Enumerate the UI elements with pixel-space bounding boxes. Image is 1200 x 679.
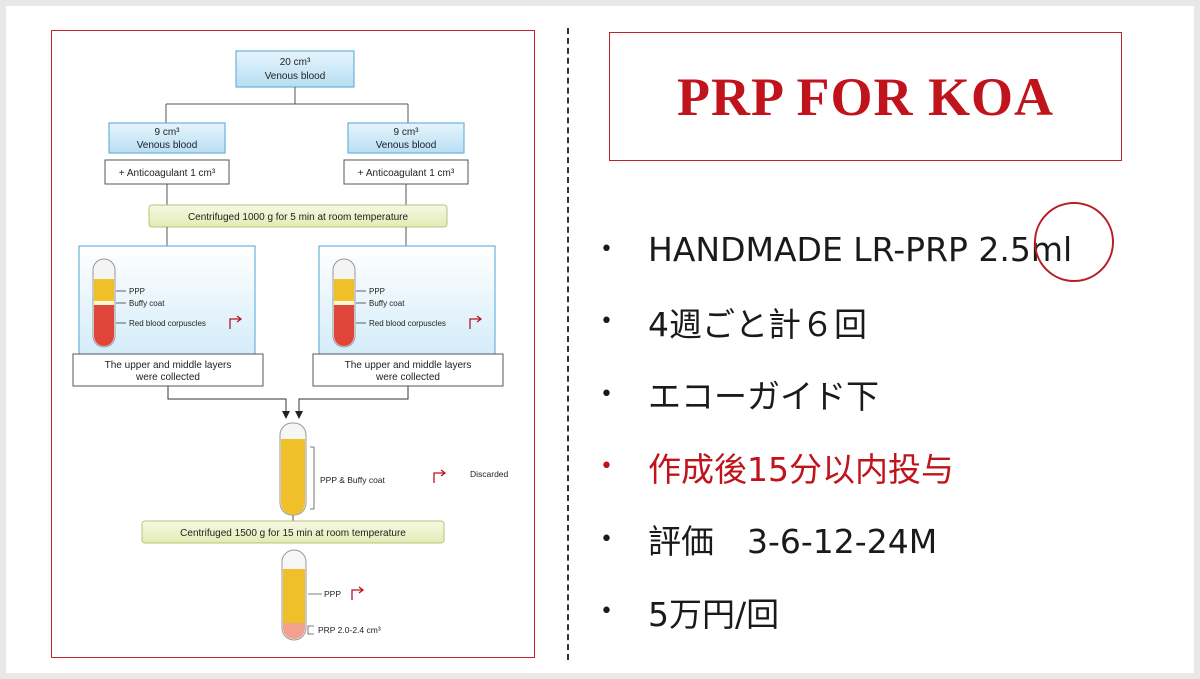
- start-box: [235, 50, 355, 88]
- bullet-dot-icon: •: [600, 526, 613, 552]
- bullet-text: エコーガイド下: [648, 377, 879, 417]
- right-volume: 9 cm³: [394, 127, 420, 138]
- right-ppp-label: PPP: [369, 287, 385, 296]
- right-ppp-layer: [334, 279, 354, 301]
- right-buffy-layer: [334, 301, 354, 305]
- step1-box: [148, 204, 448, 228]
- bullet-text: 5万円/回: [648, 594, 780, 634]
- final-ppp-layer: [283, 569, 305, 623]
- left-venous-box: [108, 122, 226, 154]
- final-prp-layer: [283, 623, 305, 639]
- mid-tube-label: PPP & Buffy coat: [320, 475, 386, 485]
- step2-box: [141, 520, 445, 544]
- step1-label: Centrifuged 1000 g for 5 min at room tem…: [188, 212, 409, 223]
- left-collected-line1: The upper and middle layers: [105, 360, 232, 371]
- diagram-svg: 20 cm³ Venous blood 9 cm³ Venous blood +…: [72, 50, 509, 641]
- right-collected-line1: The upper and middle layers: [345, 360, 472, 371]
- discarded-label: Discarded: [470, 469, 509, 479]
- left-collected-box: [72, 353, 264, 387]
- merge-arrow-icons: [282, 411, 303, 419]
- merge-connector: [167, 386, 409, 415]
- left-buffy-layer: [94, 301, 114, 305]
- bullet-dot-icon: •: [600, 309, 613, 335]
- left-ppp-label: PPP: [129, 287, 145, 296]
- bullet-dot-icon: •: [600, 236, 613, 262]
- left-anticoagulant: + Anticoagulant 1 cm³: [119, 168, 216, 179]
- bullet-dot-icon: •: [600, 381, 613, 407]
- left-anticoagulant-box: [104, 159, 230, 185]
- right-anticoagulant: + Anticoagulant 1 cm³: [358, 168, 455, 179]
- left-collected-line2: were collected: [135, 372, 200, 383]
- right-rbc-label: Red blood corpuscles: [369, 319, 446, 328]
- bullet-item: • 5万円/回: [600, 576, 1180, 649]
- right-red-layer: [334, 305, 354, 346]
- left-venous-label: Venous blood: [137, 140, 198, 151]
- right-venous-box: [347, 122, 465, 154]
- right-collected-box: [312, 353, 504, 387]
- right-buffy-label: Buffy coat: [369, 299, 405, 308]
- title-box: PRP FOR KOA: [609, 32, 1122, 161]
- left-layer-pointers: [116, 290, 126, 324]
- bullet-list: • HANDMADE LR-PRP 2.5ml • 4週ごと計６回 • エコーガイド下…: [600, 213, 1180, 648]
- bullet-dot-icon: •: [600, 454, 613, 480]
- right-collected-line2: were collected: [375, 372, 440, 383]
- left-buffy-label: Buffy coat: [129, 299, 165, 308]
- bullet-item: • 評価 3-6-12-24M: [600, 503, 1180, 576]
- to-panels-connector: [166, 227, 407, 246]
- bullet-item: • HANDMADE LR-PRP 2.5ml: [600, 213, 1180, 286]
- mid-tube-fill: [281, 439, 305, 515]
- start-label: Venous blood: [265, 71, 326, 82]
- split-connector: [165, 87, 409, 123]
- left-discard-arrow-icon: [229, 315, 243, 329]
- final-discard-arrow-icon: [351, 586, 365, 600]
- start-volume: 20 cm³: [280, 57, 311, 68]
- right-venous-label: Venous blood: [376, 140, 437, 151]
- prp-preparation-diagram: 20 cm³ Venous blood 9 cm³ Venous blood +…: [51, 30, 535, 658]
- step2-label: Centrifuged 1500 g for 15 min at room te…: [180, 528, 406, 539]
- left-volume: 9 cm³: [155, 127, 181, 138]
- bullet-text: 評価 3-6-12-24M: [648, 522, 938, 562]
- final-tube-pointers: [307, 593, 322, 635]
- bullet-text: HANDMADE LR-PRP 2.5ml: [648, 229, 1073, 269]
- right-discard-arrow-icon: [469, 315, 483, 329]
- mid-tube-bracket: [310, 446, 315, 510]
- bullet-text: 4週ごと計６回: [648, 304, 867, 344]
- left-ppp-layer: [94, 279, 114, 301]
- left-rbc-label: Red blood corpuscles: [129, 319, 206, 328]
- final-ppp-label: PPP: [324, 589, 341, 599]
- left-red-layer: [94, 305, 114, 346]
- bullet-dot-icon: •: [600, 599, 613, 625]
- highlight-circle-annotation: [1034, 202, 1114, 282]
- bullet-item-highlight: • 作成後15分以内投与: [600, 431, 1180, 504]
- bullet-text: 作成後15分以内投与: [648, 449, 954, 489]
- discard-legend-icon: [433, 469, 447, 483]
- bullet-item: • 4週ごと計６回: [600, 286, 1180, 359]
- dashed-divider: [567, 28, 569, 660]
- right-layer-pointers: [356, 290, 366, 324]
- final-prp-label: PRP 2.0-2.4 cm³: [318, 625, 381, 635]
- bullet-item: • エコーガイド下: [600, 358, 1180, 431]
- to-step1-connector: [166, 184, 407, 205]
- slide-title: PRP FOR KOA: [677, 66, 1054, 127]
